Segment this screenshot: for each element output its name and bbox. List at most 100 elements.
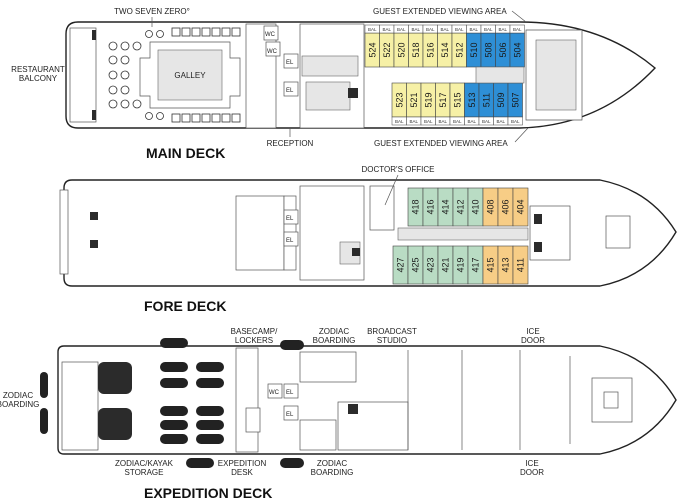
reception-label: RECEPTION: [267, 139, 314, 148]
cabin-number: 406: [501, 199, 511, 214]
basecamp-label-2: LOCKERS: [235, 336, 273, 345]
cabin-number: 408: [486, 199, 496, 214]
cabin-404[interactable]: [512, 187, 529, 227]
restaurant-chairs: [171, 27, 241, 123]
cabin-number: 421: [441, 257, 451, 272]
fore-el-label-2: EL: [286, 238, 294, 244]
zodiac-boarding-bottom-1: ZODIAC: [317, 459, 347, 468]
main-deck-cabins-top: 524 BAL 522 BAL 520 BAL 518 BAL 516 BAL 514 BAL 512 B…: [364, 24, 525, 68]
zodiac-boarding-left-2: BOARDING: [0, 400, 39, 409]
balcony-label: BAL: [513, 27, 522, 32]
cabin-number: 522: [382, 42, 392, 57]
cabin-number: 515: [452, 92, 462, 107]
restaurant-balcony-label-2: BALCONY: [19, 74, 58, 83]
balcony-label: BAL: [397, 27, 406, 32]
cabin-number: 516: [425, 42, 435, 57]
fore-deck-title: FORE DECK: [144, 298, 226, 314]
cabin-number: 425: [411, 257, 421, 272]
balcony-label: BAL: [482, 119, 491, 124]
tender-left-bottom: [98, 408, 132, 440]
cabin-number: 404: [516, 199, 526, 214]
ice-door-top-2: DOOR: [521, 336, 545, 345]
expedition-desk-2: DESK: [231, 468, 253, 477]
zodiac-kayak-storage-1: ZODIAC/KAYAK: [115, 459, 174, 468]
cabin-number: 521: [409, 92, 419, 107]
main-deck-title: MAIN DECK: [146, 145, 225, 161]
main-deck: GALLEY WC WC EL EL 524BAL522BAL520BAL518…: [11, 7, 657, 161]
cabin-number: 419: [456, 257, 466, 272]
cabin-number: 517: [438, 92, 448, 107]
zodiac-boarding-bottom-2: BOARDING: [311, 468, 354, 477]
fore-deck: EL EL 418 416 414 412 410 408 406 404 427 425 423…: [59, 165, 677, 314]
basecamp-label-1: BASECAMP/: [231, 327, 278, 336]
expedition-desk-1: EXPEDITION: [218, 459, 267, 468]
balcony: [507, 116, 523, 126]
cabin-number: 504: [512, 42, 522, 57]
cabin-number: 512: [454, 42, 464, 57]
balcony-label: BAL: [438, 119, 447, 124]
ice-door-bottom-1: ICE: [525, 459, 538, 468]
el-label-1: EL: [286, 60, 294, 66]
viewing-area-top-label: GUEST EXTENDED VIEWING AREA: [373, 7, 507, 16]
balcony-label: BAL: [368, 27, 377, 32]
cabin-number: 427: [396, 257, 406, 272]
cabin-number: 411: [516, 258, 526, 272]
el-label-2: EL: [286, 88, 294, 94]
cabin-number: 519: [423, 92, 433, 107]
ice-door-top-1: ICE: [526, 327, 539, 336]
exp-wc-label: WC: [269, 390, 280, 396]
cabin-number: 520: [396, 42, 406, 57]
balcony-label: BAL: [409, 119, 418, 124]
cabin-number: 514: [440, 42, 450, 57]
balcony-label: BAL: [382, 27, 391, 32]
fore-aft-fixtures: [90, 212, 98, 248]
fore-deck-cabins-top: 418 416 414 412 410 408 406 404: [407, 187, 529, 227]
balcony-label: BAL: [467, 119, 476, 124]
cabin-number: 524: [367, 42, 377, 57]
cabin-411[interactable]: [512, 245, 529, 285]
balcony-label: BAL: [511, 119, 520, 124]
wc-label-1: WC: [265, 32, 276, 38]
galley-label: GALLEY: [174, 71, 206, 80]
fore-el-label-1: EL: [286, 216, 294, 222]
cabin-number: 506: [498, 42, 508, 57]
cabin-number: 414: [441, 199, 451, 214]
balcony-label: BAL: [411, 27, 420, 32]
two-seven-zero-label: TWO SEVEN ZERO°: [114, 7, 190, 16]
cabin-number: 423: [426, 257, 436, 272]
cabin-number: 417: [471, 257, 481, 272]
cabin-number: 510: [469, 42, 479, 57]
expedition-deck-title: EXPEDITION DECK: [144, 485, 272, 501]
tender-left-top: [98, 362, 132, 394]
cabin-number: 416: [426, 199, 436, 214]
zodiac-boarding-left-1: ZODIAC: [3, 391, 33, 400]
cabin-number: 523: [394, 92, 404, 107]
cabin-number: 518: [411, 42, 421, 57]
cabin-number: 507: [510, 92, 520, 107]
zodiac-boarding-top-2: BOARDING: [313, 336, 356, 345]
cabin-number: 412: [456, 199, 466, 214]
balcony-label: BAL: [426, 27, 435, 32]
balcony-label: BAL: [496, 119, 505, 124]
cabin-number: 511: [481, 93, 491, 107]
cabin-number: 410: [471, 199, 481, 214]
cabin-number: 513: [467, 92, 477, 107]
balcony-label: BAL: [395, 119, 404, 124]
exp-el-label-1: EL: [286, 390, 294, 396]
cabin-number: 418: [411, 199, 421, 214]
zodiac-fleet: [40, 338, 304, 468]
broadcast-studio-1: BROADCAST: [367, 327, 417, 336]
balcony-label: BAL: [424, 119, 433, 124]
balcony-label: BAL: [455, 27, 464, 32]
balcony-label: BAL: [440, 27, 449, 32]
balcony-label: BAL: [484, 27, 493, 32]
doctors-office-label: DOCTOR'S OFFICE: [362, 165, 435, 174]
balcony-label: BAL: [498, 27, 507, 32]
cabin-number: 509: [496, 92, 506, 107]
zodiac-kayak-storage-2: STORAGE: [125, 468, 164, 477]
expedition-deck: WC EL EL ZODIAC BOARDING BASECAMP/ LOCKE…: [0, 327, 677, 501]
restaurant-tables: [108, 30, 164, 120]
